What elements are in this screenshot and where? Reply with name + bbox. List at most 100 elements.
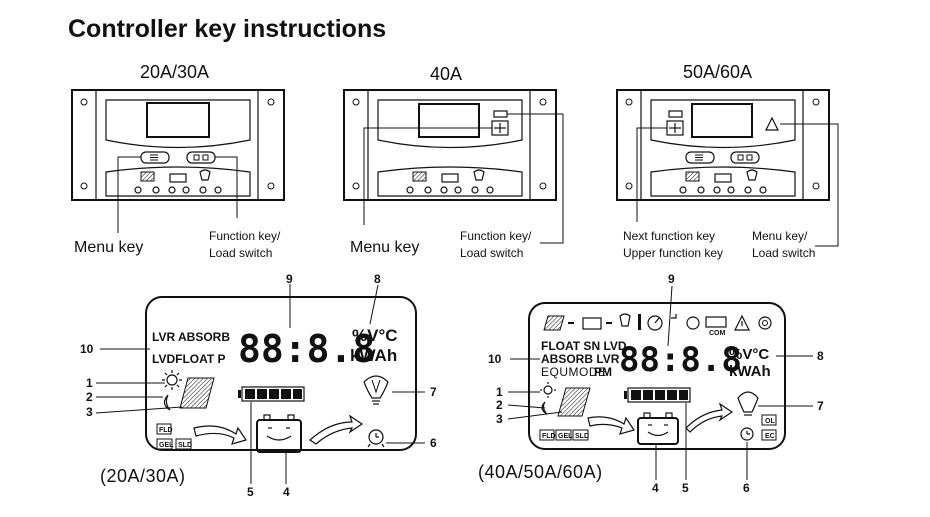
lcd1-caption: (20A/30A) xyxy=(100,466,186,486)
ol-badge xyxy=(761,414,777,426)
battery-level-icon xyxy=(624,387,691,403)
fld-label: FLD xyxy=(542,433,556,440)
bulb-icon xyxy=(199,169,211,181)
callout-4: 4 xyxy=(652,481,659,495)
moon-icon xyxy=(163,394,171,411)
solar-icon-small xyxy=(543,315,565,331)
ec-label: EC xyxy=(765,433,775,440)
lcd2-mode-2: ABSORB LVR xyxy=(541,352,620,366)
menu-key-leader xyxy=(780,123,839,247)
lcd-mode-top: LVR ABSORB xyxy=(152,330,230,344)
clock-icon-small xyxy=(686,316,700,330)
display-window-frame xyxy=(377,99,523,149)
callout-5: 5 xyxy=(682,481,689,495)
lcd2-callouts xyxy=(507,285,813,480)
battery-icon xyxy=(714,173,732,183)
solar-panel-icon xyxy=(557,387,591,417)
ol-label: OL xyxy=(765,418,775,425)
sld-badge xyxy=(572,429,589,441)
lcd-mode-bottom: LVDFLOAT P xyxy=(152,352,226,366)
display-window-frame xyxy=(105,99,251,149)
upper-function-key-label: Upper function key xyxy=(623,246,723,260)
lcd-digits: 88:8.8 xyxy=(238,327,375,371)
model-label-40a: 40A xyxy=(430,64,462,84)
next-function-key-label: Next function key xyxy=(623,229,715,243)
gauge-icon xyxy=(647,315,663,331)
warning-icon xyxy=(734,314,750,331)
ec-badge xyxy=(761,429,777,441)
callout-9: 9 xyxy=(286,272,293,286)
menu-key-label-3b: Load switch xyxy=(752,246,815,260)
menu-key-triangle[interactable] xyxy=(765,116,779,131)
menu-key-label-3a: Menu key/ xyxy=(752,229,808,243)
function-key-top[interactable] xyxy=(493,110,508,118)
function-key-leader xyxy=(215,156,238,218)
gel-badge xyxy=(555,429,572,441)
sld-label: SLD xyxy=(575,433,589,440)
lcd2-mode-3a: EQUMODE xyxy=(541,365,607,379)
upper-function-key[interactable] xyxy=(668,110,683,118)
com-port-icon xyxy=(705,316,727,328)
discharge-arrow-icon xyxy=(309,414,364,445)
gel-label: GEL xyxy=(558,433,573,440)
discharge-arrow-icon xyxy=(685,402,734,433)
function-key-label-1a: Function key/ xyxy=(209,229,281,243)
lcd2-caption: (40A/50A/60A) xyxy=(478,462,603,482)
terminal-panel xyxy=(377,166,523,197)
fld-badge xyxy=(539,429,555,441)
load-switch-oval[interactable] xyxy=(730,151,760,164)
callout-5: 5 xyxy=(247,485,254,499)
sld-label: SLD xyxy=(178,442,192,449)
lcd2-digits: 88:8.8 xyxy=(619,340,742,380)
bulb-icon xyxy=(746,169,758,181)
function-key[interactable] xyxy=(186,151,216,164)
menu-key-label-2: Menu key xyxy=(350,239,419,256)
sun-icon xyxy=(540,382,556,398)
controller-body xyxy=(616,89,830,201)
menu-key-oval[interactable] xyxy=(685,151,715,164)
load-bulb-icon xyxy=(737,391,759,416)
callout-3: 3 xyxy=(496,412,503,426)
function-key-label-1b: Load switch xyxy=(209,246,272,260)
menu-key-label-1: Menu key xyxy=(74,239,143,256)
bulb-icon-small xyxy=(619,313,631,327)
battery-level-icon xyxy=(238,386,305,402)
callout-2: 2 xyxy=(86,390,93,404)
controller-body xyxy=(343,89,557,201)
next-function-key-leader xyxy=(636,127,667,222)
timer-clock-icon xyxy=(367,429,385,448)
callout-3: 3 xyxy=(86,405,93,419)
lcd1-callouts xyxy=(95,284,425,484)
callout-6: 6 xyxy=(743,481,750,495)
callout-1: 1 xyxy=(86,376,93,390)
callout-1: 1 xyxy=(496,385,503,399)
lcd2-units-bottom: kWAh xyxy=(729,363,771,380)
com-label: COM xyxy=(709,330,726,337)
return-arrow-icon xyxy=(671,314,677,319)
display-window-frame xyxy=(650,99,796,149)
lcd2-mode-1: FLOAT SN LVD xyxy=(541,339,627,353)
battery-face-icon xyxy=(256,414,302,453)
callout-6: 6 xyxy=(430,436,437,450)
battery-icon xyxy=(169,173,187,183)
menu-key-leader xyxy=(363,127,492,225)
callout-10: 10 xyxy=(80,342,94,356)
callout-9: 9 xyxy=(668,272,675,286)
function-key-label-2b: Load switch xyxy=(460,246,523,260)
timer-clock-icon xyxy=(740,427,754,441)
menu-key-leader xyxy=(117,156,141,233)
callout-4: 4 xyxy=(283,485,290,499)
lcd-screen xyxy=(146,102,210,138)
load-bulb-icon xyxy=(363,375,389,405)
model-label-20-30a: 20A/30A xyxy=(140,62,209,82)
lcd-units-bottom: kWAh xyxy=(350,346,397,365)
terminal-panel xyxy=(650,166,796,197)
solar-panel-icon xyxy=(685,171,700,182)
callout-2: 2 xyxy=(496,398,503,412)
battery-face-icon xyxy=(637,412,679,445)
page-title: Controller key instructions xyxy=(68,15,386,43)
callout-8: 8 xyxy=(374,272,381,286)
battery-icon-small xyxy=(582,317,602,330)
lcd2-mode-3b: PM xyxy=(594,365,612,379)
